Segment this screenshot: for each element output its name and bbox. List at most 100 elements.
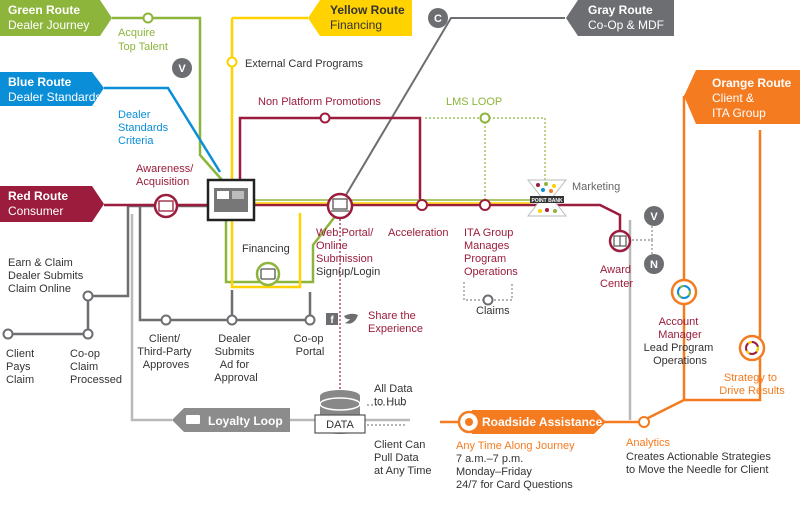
financing-label: Financing <box>242 243 290 255</box>
card-icon <box>260 268 276 280</box>
lead-ops-label: Lead Program Operations <box>644 342 717 367</box>
yellow-route-line <box>230 16 308 289</box>
client-approves-station-dot <box>160 314 172 326</box>
acquire-station-dot <box>142 12 154 24</box>
dealer-ad-station-dot <box>226 314 238 326</box>
web-portal-label: Web Portal/ Online Submission <box>316 227 376 265</box>
awareness-station <box>153 193 179 219</box>
bus-icon <box>186 415 200 424</box>
gray-route-subtitle: Co-Op & MDF <box>588 18 664 32</box>
orange-route-subtitle: Client & <box>712 91 754 105</box>
claims-station-dot <box>482 294 494 306</box>
yellow-route-title: Yellow Route <box>330 3 405 17</box>
v-n-dotted-connector <box>632 218 653 262</box>
earn-claim-station-dot <box>82 290 94 302</box>
coop-processed-station-dot <box>82 328 94 340</box>
acceleration-station-dot <box>416 199 428 211</box>
orange-route-subtitle-2: ITA Group <box>712 106 766 120</box>
lms-station-dot <box>479 112 491 124</box>
financing-station <box>255 261 281 287</box>
award-center-label: Award Center <box>600 264 634 290</box>
c-badge-letter: C <box>434 13 442 25</box>
green-route-line <box>112 16 341 284</box>
point-bank-icon: POINT BANK <box>526 179 568 217</box>
claims-label: Claims <box>476 305 510 317</box>
blue-route-title: Blue Route <box>8 75 72 89</box>
web-portal-station <box>326 192 354 220</box>
client-approves-label: Client/ Third-Party Approves <box>137 333 194 371</box>
share-experience-label: Share the Experience <box>368 310 423 335</box>
svg-text:f: f <box>330 315 334 326</box>
account-manager-label: Account Manager <box>658 316 702 341</box>
orange-route-tag: Orange Route Client & ITA Group <box>684 70 800 124</box>
acceleration-label: Acceleration <box>388 227 449 239</box>
analytics-label: Analytics <box>626 437 671 449</box>
v-badge-right: V <box>644 206 664 226</box>
laptop-icon <box>332 198 348 210</box>
data-label: DATA <box>326 419 354 431</box>
strategy-label: Strategy to Drive Results <box>719 372 785 397</box>
yellow-route-subtitle: Financing <box>330 18 382 32</box>
loyalty-loop-line <box>130 214 632 422</box>
acquire-label: Acquire Top Talent <box>118 27 168 53</box>
account-manager-station <box>670 278 698 306</box>
non-platform-station-dot <box>319 112 331 124</box>
share-social-icons: f <box>326 313 358 326</box>
green-route-tag: Green Route Dealer Journey <box>0 0 112 36</box>
green-route-title: Green Route <box>8 3 80 17</box>
orange-route-title: Orange Route <box>712 76 792 90</box>
coop-portal-label: Co-op Portal <box>293 333 326 358</box>
coop-processed-label: Co-op Claim Processed <box>70 348 122 386</box>
yellow-route-tag: Yellow Route Financing <box>308 0 412 36</box>
loyalty-loop-label: Loyalty Loop <box>208 414 283 428</box>
point-bank-label: POINT BANK <box>531 198 563 204</box>
loyalty-loop-tag: Loyalty Loop <box>172 408 290 432</box>
award-center-station <box>608 229 632 253</box>
red-route-title: Red Route <box>8 189 68 203</box>
dealer-ad-label: Dealer Submits Ad for Approval <box>214 333 257 384</box>
strategy-station <box>738 334 766 362</box>
central-hub-station <box>206 178 256 222</box>
red-route-tag: Red Route Consumer <box>0 186 104 222</box>
gray-route-tag: Gray Route Co-Op & MDF <box>566 0 674 36</box>
strategies-label: Creates Actionable Strategies to Move th… <box>626 451 774 476</box>
standards-label: Dealer Standards Criteria <box>118 109 171 147</box>
signup-label: Signup/Login <box>316 266 380 278</box>
blue-route-subtitle: Dealer Standards <box>8 90 101 104</box>
gray-route-line <box>339 17 565 206</box>
green-route-subtitle: Dealer Journey <box>8 18 89 32</box>
ita-station-dot <box>479 199 491 211</box>
blue-route-tag: Blue Route Dealer Standards <box>0 72 104 106</box>
all-data-label: All Data to Hub <box>374 383 416 408</box>
data-hub-station: DATA <box>314 390 366 434</box>
v-badge-top: V <box>172 58 192 78</box>
awareness-label: Awareness/ Acquisition <box>136 163 196 188</box>
c-badge: C <box>428 8 448 28</box>
any-time-label: Any Time Along Journey <box>456 440 575 452</box>
n-badge: N <box>644 254 664 274</box>
external-card-label: External Card Programs <box>245 58 363 70</box>
analytics-station-dot <box>638 416 650 428</box>
roadside-assistance-tag: Roadside Assistance <box>457 410 606 434</box>
non-platform-label: Non Platform Promotions <box>258 96 381 108</box>
red-route-subtitle: Consumer <box>8 204 63 218</box>
ita-manages-label: ITA Group Manages Program Operations <box>464 227 518 278</box>
pull-data-label: Client Can Pull Data at Any Time <box>374 439 431 477</box>
client-pays-label: Client Pays Claim <box>6 348 37 386</box>
billboard-icon <box>158 200 174 212</box>
lms-loop-dotted <box>425 117 546 180</box>
wheel-icon <box>465 418 473 426</box>
marketing-label: Marketing <box>572 181 620 193</box>
hours-label: 7 a.m.–7 p.m. Monday–Friday 24/7 for Car… <box>456 453 573 491</box>
earn-claim-label: Earn & Claim Dealer Submits Claim Online <box>8 257 86 295</box>
blue-route-line <box>104 86 222 173</box>
coop-portal-station-dot <box>304 314 316 326</box>
facebook-icon <box>326 313 338 325</box>
client-pays-station-dot <box>2 328 14 340</box>
gray-route-title: Gray Route <box>588 3 653 17</box>
twitter-icon <box>344 313 358 324</box>
v-badge-top-letter: V <box>178 63 186 75</box>
external-station-dot <box>226 56 238 68</box>
